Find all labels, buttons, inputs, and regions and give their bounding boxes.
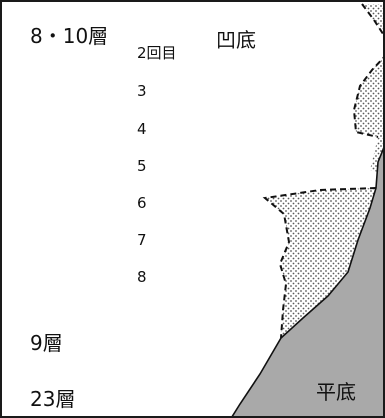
label-layer-8-10: 8・10層 (30, 24, 109, 48)
dotted-region-lower (265, 188, 376, 338)
label-concave-bottom: 凹底 (216, 28, 256, 52)
label-layer-9: 9層 (30, 331, 63, 355)
dashed-edge-upper (352, 56, 383, 138)
round-label-2: 2回目 (137, 44, 177, 62)
round-label-5: 5 (137, 157, 147, 175)
round-label-8: 8 (137, 268, 147, 286)
round-label-6: 6 (137, 194, 147, 212)
solid-region (232, 149, 383, 416)
round-label-7: 7 (137, 231, 147, 249)
dashed-edge-lower (262, 187, 377, 339)
round-label-4: 4 (137, 120, 147, 138)
dotted-wedge-top (362, 4, 383, 35)
solid-boundary-line (231, 147, 383, 416)
dotted-bulge-upper (354, 58, 383, 174)
label-flat-bottom: 平底 (316, 380, 356, 404)
label-layer-23: 23層 (30, 387, 76, 411)
round-label-3: 3 (137, 82, 147, 100)
dashed-edge-top (361, 3, 383, 36)
